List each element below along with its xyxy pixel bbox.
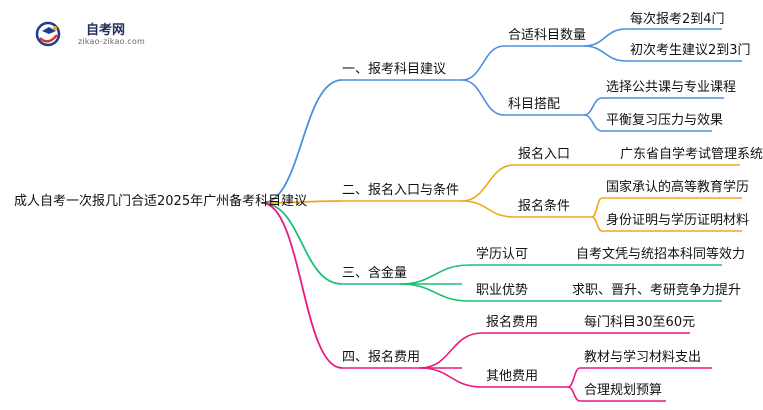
branch-3-label: 三、含金量 [342,266,408,281]
connector-b4-g2 [419,367,483,388]
group-3-1-label: 学历认可 [476,247,529,262]
connector-b1-g2-l2 [583,114,603,132]
leaf-1-2-2: 平衡复习压力与效果 [606,113,724,128]
connector-b2-g2-l1 [591,197,603,218]
group-4-1-label: 报名费用 [486,315,539,330]
leaf-1-1-1: 每次报考2到4门 [630,12,725,27]
connector-b1-g1-l1 [583,28,627,47]
group-1-1-label: 合适科目数量 [508,28,587,43]
connector-b4-g2-l2 [567,386,581,402]
connector-b2-g2-l2 [591,216,603,232]
leaf-3-2-1: 求职、晋升、考研竞争力提升 [572,283,742,298]
logo-title: 自考网 [86,23,126,38]
graduation-logo-icon [35,21,61,47]
branch-2-label: 二、报名入口与条件 [342,183,460,198]
leaf-3-1-1: 自考文凭与统招本科同等效力 [576,247,746,262]
leaf-1-1-2: 初次考生建议2到3门 [630,43,751,58]
connector-b1-g2 [461,79,505,116]
leaf-4-2-1: 教材与学习材料支出 [584,350,702,365]
connector-b3-g1 [399,264,471,285]
leaf-2-2-2: 身份证明与学历证明材料 [606,213,750,228]
connector-root-branch-1 [261,79,343,204]
group-4-2-label: 其他费用 [486,369,539,384]
branch-4-label: 四、报名费用 [342,350,421,365]
connector-b4-g2-l1 [567,367,581,388]
site-logo[interactable]: 自考网 zikao-zikao.com [34,18,164,52]
leaf-2-1-1: 广东省自学考试管理系统 [620,147,763,162]
connector-root-branch-2 [261,200,343,204]
group-2-1-label: 报名入口 [518,147,571,162]
group-2-2-label: 报名条件 [518,199,571,214]
leaf-4-2-2: 合理规划预算 [584,383,663,398]
connector-b4-g1 [419,332,483,369]
connector-b2-g1 [461,164,515,202]
connector-b1-g1 [461,45,505,81]
connector-b3-g2 [399,283,471,302]
connector-b1-g2-l1 [583,97,603,116]
root-node: 成人自考一次报几门合适2025年广州备考科目建议 [14,194,308,209]
group-1-2-label: 科目搭配 [508,97,561,112]
leaf-4-1-1: 每门科目30至60元 [584,315,696,330]
connector-b1-g1-l2 [583,45,627,62]
connector-root-branch-4 [261,202,343,369]
connector-root-branch-3 [261,202,343,285]
leaf-1-2-1: 选择公共课与专业课程 [606,80,737,95]
leaf-2-2-1: 国家承认的高等教育学历 [606,180,750,195]
logo-subtitle: zikao-zikao.com [78,37,145,46]
group-3-2-label: 职业优势 [476,283,529,298]
branch-1-label: 一、报考科目建议 [342,62,447,77]
connector-b2-g2 [461,200,515,218]
